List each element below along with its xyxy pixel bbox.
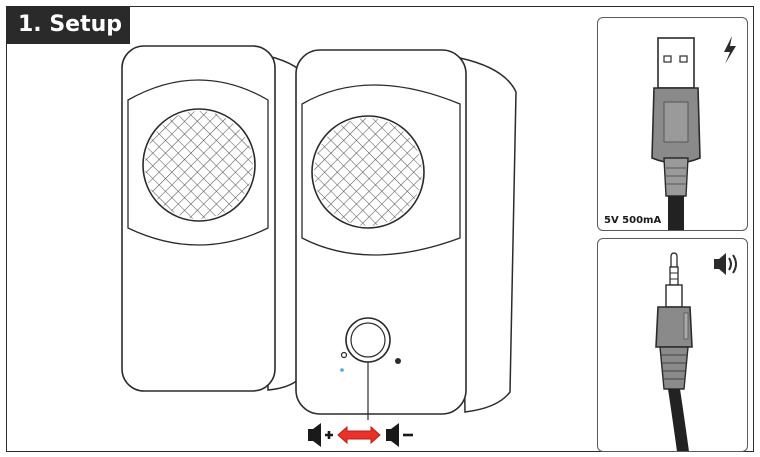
left-speaker-grille xyxy=(145,111,253,219)
aux-audio-panel xyxy=(597,238,748,452)
volume-up-icon xyxy=(308,423,333,447)
lightning-bolt-icon xyxy=(724,36,736,64)
volume-control-legend xyxy=(308,423,413,447)
volume-down-icon xyxy=(386,423,413,447)
left-speaker xyxy=(121,45,309,392)
aux-port xyxy=(395,358,401,364)
speakers-illustration xyxy=(121,45,517,447)
section-title: 1. Setup xyxy=(6,6,130,44)
aux-plug xyxy=(655,252,693,451)
speaker-sound-icon xyxy=(714,253,737,275)
power-led xyxy=(340,368,344,372)
right-speaker xyxy=(295,49,517,420)
power-spec-label: 5V 500mA xyxy=(604,215,664,226)
usb-plug xyxy=(651,37,701,230)
right-speaker-grille xyxy=(314,118,422,226)
usb-power-panel: 5V 500mA xyxy=(597,17,748,231)
adjust-arrow-icon xyxy=(337,425,381,445)
headphone-port xyxy=(340,351,348,359)
